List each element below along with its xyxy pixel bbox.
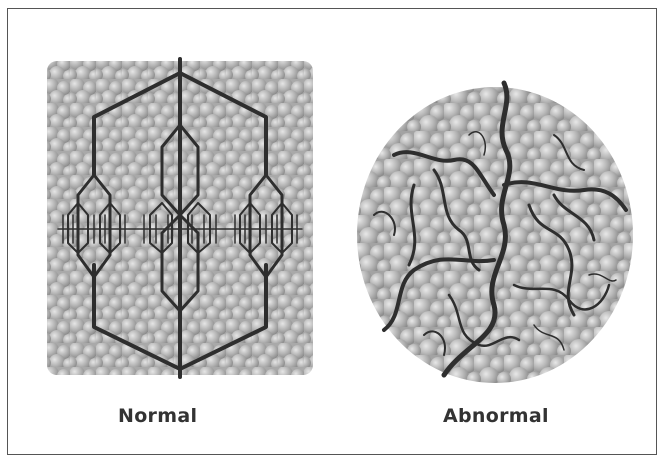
abnormal-vasculature-illustration [354,75,636,385]
normal-label: Normal [118,405,197,427]
abnormal-label: Abnormal [443,405,549,427]
normal-vasculature-illustration [44,55,316,381]
